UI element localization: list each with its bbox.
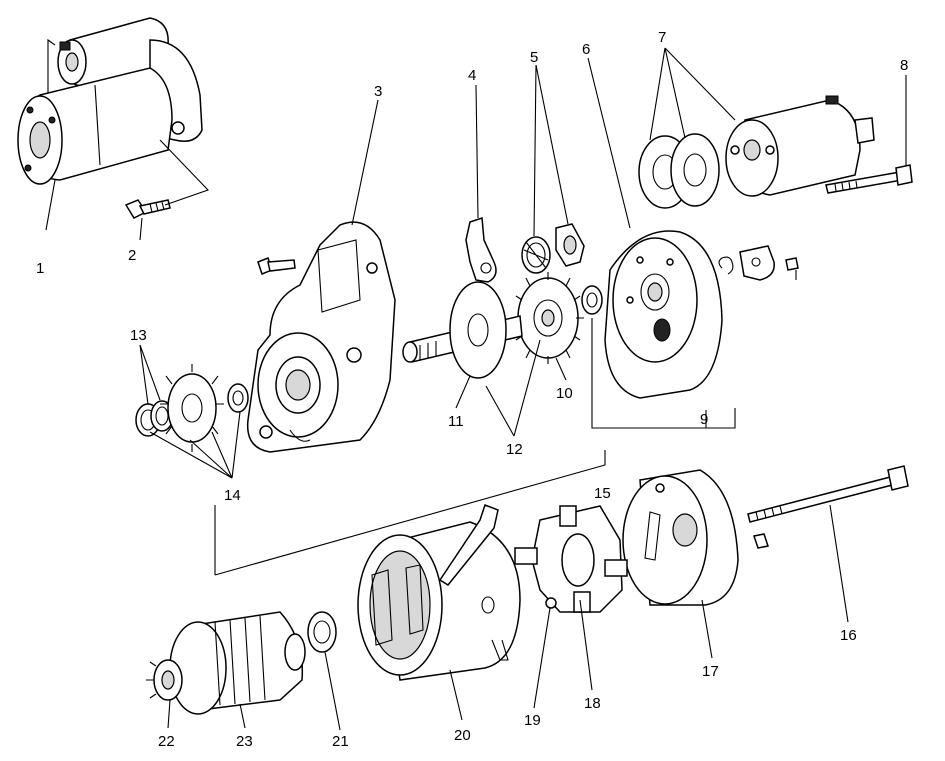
part-6-end-plate: [604, 230, 723, 399]
callout-17: 17: [702, 663, 719, 680]
part-23-armature: [169, 611, 306, 715]
housing-screw: [257, 257, 296, 275]
callout-3: 3: [374, 83, 382, 100]
part-10-gear: [512, 272, 584, 364]
callout-5: 5: [530, 49, 538, 66]
callout-21: 21: [332, 733, 349, 750]
callout-13: 13: [130, 327, 147, 344]
part-8-long-bolt: [825, 164, 913, 194]
leader-lines: [45, 47, 907, 731]
callout-1: 1: [36, 260, 44, 277]
callout-16: 16: [840, 627, 857, 644]
part-11-drive-shaft: [402, 281, 523, 379]
part-2-bolt: [124, 199, 171, 219]
part-18-brush-holder: [514, 505, 628, 613]
callout-6: 6: [582, 41, 590, 58]
callout-10: 10: [556, 385, 573, 402]
callout-8: 8: [900, 57, 908, 74]
part-20-yoke: [357, 504, 521, 681]
callout-15: 15: [594, 485, 611, 502]
callout-4: 4: [468, 67, 476, 84]
part-22-commutator: [146, 659, 183, 701]
part-21-bearing: [307, 611, 337, 653]
part-1-starter-assembly: [17, 17, 203, 185]
callout-9: 9: [700, 411, 708, 428]
part-7-solenoid-set: [638, 95, 875, 209]
callout-22: 22: [158, 733, 175, 750]
part-17-end-cover: [622, 469, 739, 606]
part-3-drive-housing: [246, 221, 396, 453]
callout-19: 19: [524, 712, 541, 729]
callout-labels: 1 2 3 4 5 6 7 8 9 10 11 12 13 14 15 16 1…: [36, 29, 908, 750]
part-16-through-bolt: [747, 465, 909, 549]
callout-12: 12: [506, 441, 523, 458]
part-14-pinion-set: [160, 364, 249, 452]
part-4-lever: [465, 216, 497, 283]
part-5-spring-set: [521, 223, 585, 274]
callout-20: 20: [454, 727, 471, 744]
callout-14: 14: [224, 487, 241, 504]
callout-18: 18: [584, 695, 601, 712]
callout-2: 2: [128, 247, 136, 264]
callout-11: 11: [448, 413, 464, 430]
callout-7: 7: [658, 29, 666, 46]
callout-23: 23: [236, 733, 253, 750]
part-9-bracket-set: [581, 245, 799, 315]
